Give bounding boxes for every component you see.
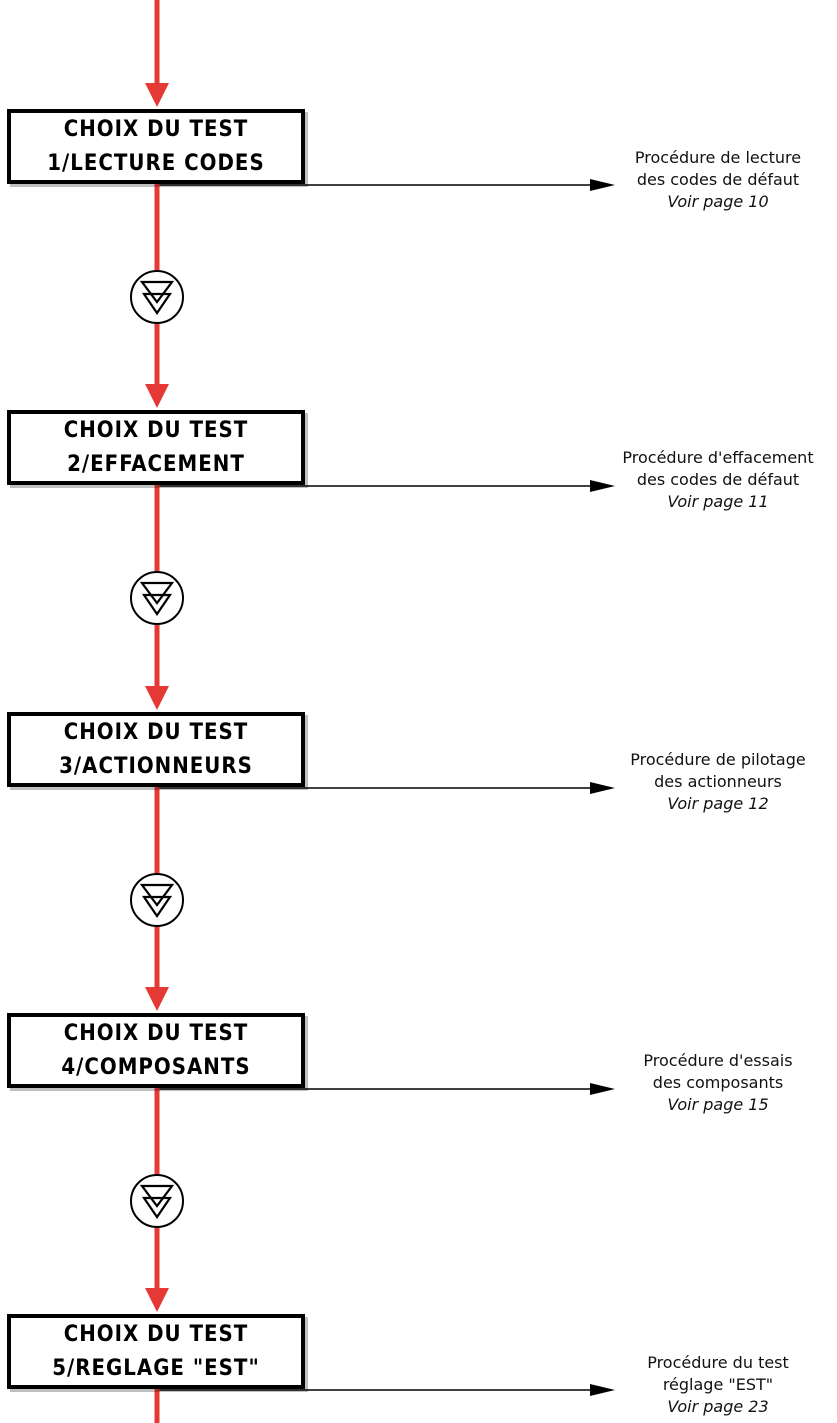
step-box-3: CHOIX DU TEST 3/ACTIONNEURS [7, 712, 305, 787]
down-triangle-icon [139, 581, 175, 605]
arrow-right-icon [590, 782, 615, 794]
note-line: des composants [652, 1073, 784, 1092]
arrow-right-icon [590, 179, 615, 191]
note-line: des actionneurs [654, 772, 782, 791]
down-triangle-icon [139, 883, 175, 907]
note-line: Procédure d'effacement [622, 448, 814, 467]
page-reference: Voir page 12 [667, 794, 769, 813]
step-label: 4/COMPOSANTS [61, 1054, 251, 1080]
note-line: Procédure de pilotage [630, 750, 806, 769]
arrow-down-icon [145, 384, 169, 408]
page-reference: Voir page 15 [667, 1095, 769, 1114]
note-line: Procédure du test [647, 1353, 789, 1372]
procedure-note-3: Procédure de pilotage des actionneurs Vo… [608, 749, 828, 815]
arrow-down-icon [145, 83, 169, 107]
arrow-right-icon [590, 1384, 615, 1396]
procedure-note-1: Procédure de lecture des codes de défaut… [608, 147, 828, 213]
step-title: CHOIX DU TEST [63, 116, 249, 142]
step-box-5: CHOIX DU TEST 5/REGLAGE "EST" [7, 1314, 305, 1389]
arrow-down-icon [145, 686, 169, 710]
procedure-note-4: Procédure d'essais des composants Voir p… [608, 1050, 828, 1116]
step-symbol-circle [130, 873, 184, 927]
note-line: Procédure de lecture [634, 148, 802, 167]
step-box-4: CHOIX DU TEST 4/COMPOSANTS [7, 1013, 305, 1088]
step-title: CHOIX DU TEST [63, 417, 249, 443]
down-triangle-icon [141, 292, 173, 315]
note-line: réglage "EST" [662, 1375, 774, 1394]
arrow-right-icon [590, 480, 615, 492]
step-title: CHOIX DU TEST [63, 719, 249, 745]
step-title: CHOIX DU TEST [63, 1321, 249, 1347]
step-label: 5/REGLAGE "EST" [52, 1355, 260, 1381]
step-box-1: CHOIX DU TEST 1/LECTURE CODES [7, 109, 305, 184]
down-triangle-icon [141, 895, 173, 918]
step-symbol-circle [130, 270, 184, 324]
step-symbol-circle [130, 571, 184, 625]
page-reference: Voir page 23 [667, 1397, 769, 1416]
step-label: 2/EFFACEMENT [67, 451, 245, 477]
note-line: des codes de défaut [636, 470, 800, 489]
step-symbol-circle [130, 1174, 184, 1228]
down-triangle-icon [141, 593, 173, 616]
arrow-down-icon [145, 987, 169, 1011]
down-triangle-icon [139, 280, 175, 304]
procedure-note-5: Procédure du test réglage "EST" Voir pag… [608, 1352, 828, 1418]
step-label: 1/LECTURE CODES [47, 150, 265, 176]
page-reference: Voir page 10 [667, 192, 769, 211]
down-triangle-icon [141, 1196, 173, 1219]
down-triangle-icon [139, 1184, 175, 1208]
note-line: Procédure d'essais [643, 1051, 793, 1070]
step-title: CHOIX DU TEST [63, 1020, 249, 1046]
page-reference: Voir page 11 [667, 492, 769, 511]
arrow-down-icon [145, 1288, 169, 1312]
procedure-note-2: Procédure d'effacement des codes de défa… [608, 447, 828, 513]
step-box-2: CHOIX DU TEST 2/EFFACEMENT [7, 410, 305, 485]
step-label: 3/ACTIONNEURS [59, 753, 253, 779]
arrow-right-icon [590, 1083, 615, 1095]
note-line: des codes de défaut [636, 170, 800, 189]
